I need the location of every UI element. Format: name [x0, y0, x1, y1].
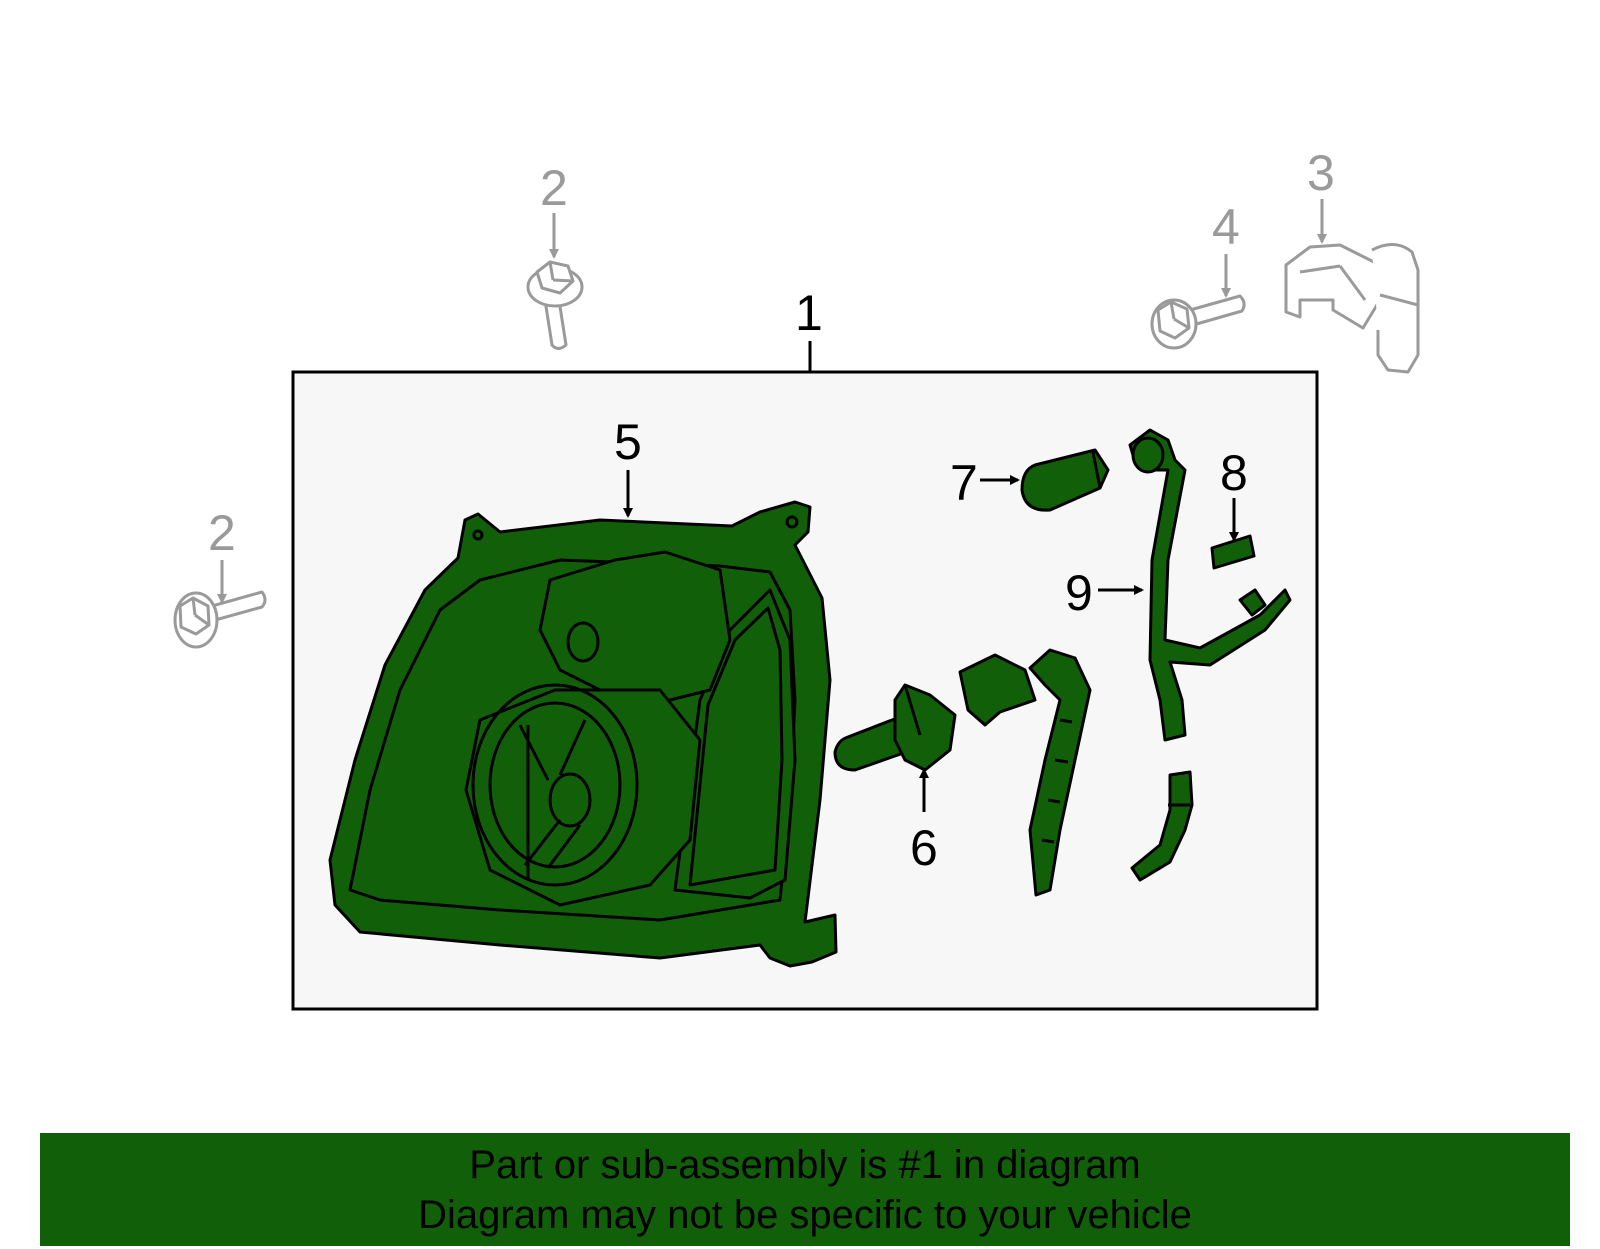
callout-5: 5: [614, 414, 642, 470]
bolt-4: [1150, 294, 1246, 350]
bracket-3: [1284, 243, 1420, 374]
footer-line-2: Diagram may not be specific to your vehi…: [418, 1193, 1192, 1237]
harness-9: [1128, 428, 1292, 742]
callout-2-top: 2: [540, 160, 568, 216]
callout-6: 6: [910, 820, 938, 876]
bolt-left: [173, 590, 267, 649]
footer-banner: Part or sub-assembly is #1 in diagram Di…: [40, 1133, 1570, 1246]
footer-line-1: Part or sub-assembly is #1 in diagram: [469, 1143, 1141, 1187]
callout-9: 9: [1065, 565, 1093, 621]
headlamp-housing: [328, 500, 838, 968]
bulb-6: [833, 683, 957, 772]
callout-7: 7: [950, 455, 978, 511]
callout-1: 1: [795, 285, 823, 341]
harness-lower: [1130, 770, 1194, 882]
callout-3: 3: [1307, 145, 1335, 201]
wiring-pigtail-socket: [958, 648, 1092, 897]
clip-8: [1210, 534, 1256, 570]
bulb-7: [1020, 448, 1110, 512]
bolt-top: [526, 260, 584, 350]
callout-8: 8: [1220, 445, 1248, 501]
callout-2-left: 2: [208, 505, 236, 561]
callout-4: 4: [1212, 199, 1240, 255]
